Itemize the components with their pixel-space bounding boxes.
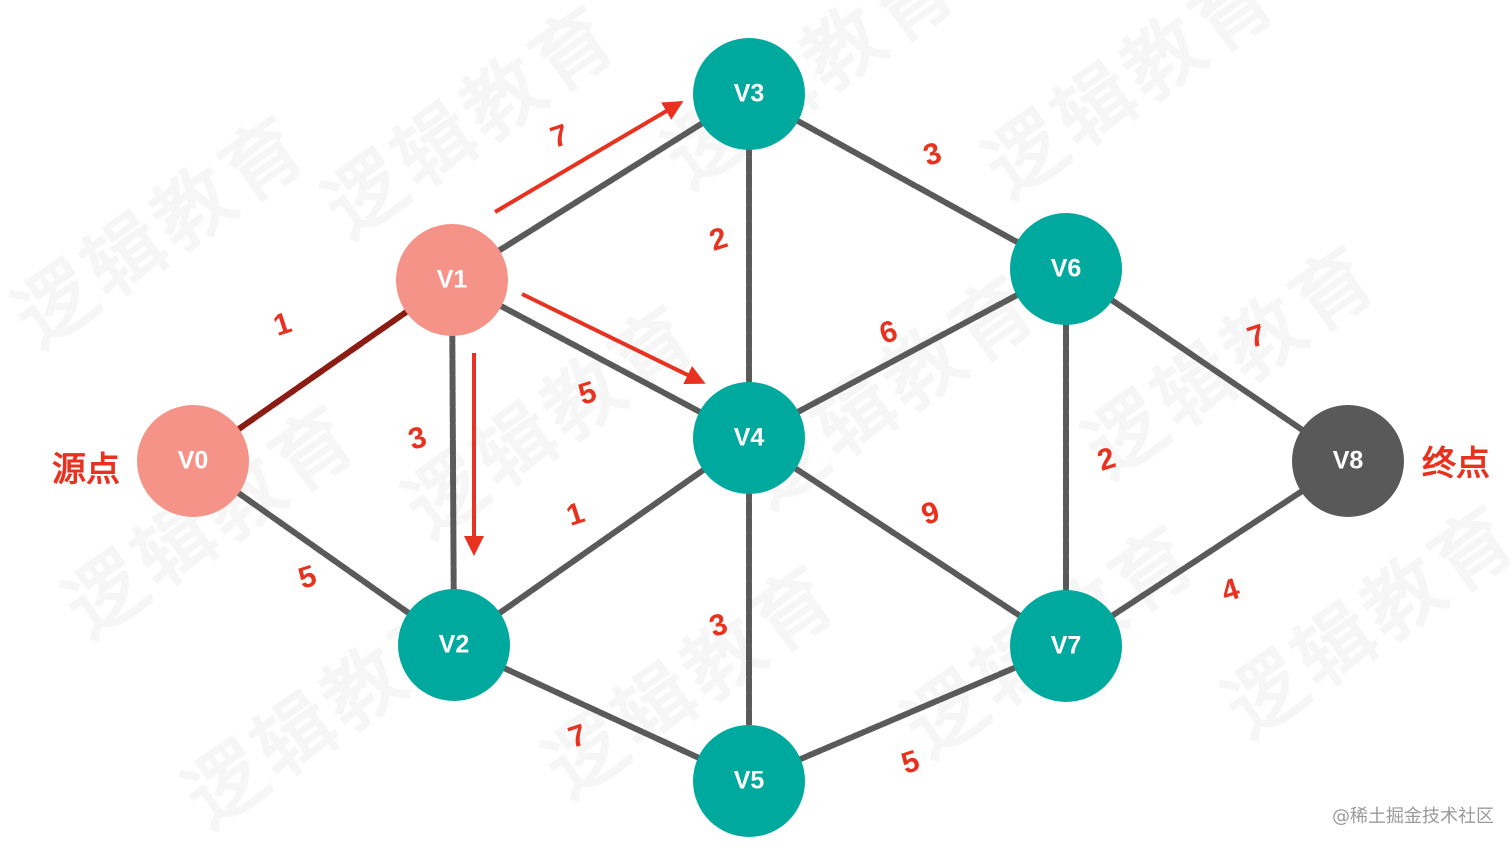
node-circle — [1292, 405, 1404, 517]
node-circle — [1010, 213, 1122, 325]
node-label: V7 — [1051, 632, 1082, 660]
edge-v4-v7 — [746, 435, 1069, 649]
node-circle — [137, 405, 249, 517]
edges-layer — [190, 91, 1351, 784]
edge-v1-v4 — [449, 277, 752, 441]
node-label: V0 — [178, 447, 209, 475]
edge-v5-v7 — [746, 643, 1069, 784]
edge-v2-v4 — [451, 435, 752, 648]
edge-v4-v6 — [746, 266, 1069, 441]
node-label: V5 — [734, 767, 765, 795]
node-v4: V4 — [693, 382, 805, 494]
edge-weight-v2-v4: 1 — [562, 496, 588, 533]
node-circle — [693, 38, 805, 150]
edge-v6-v8 — [1063, 266, 1351, 464]
node-label: V4 — [734, 424, 765, 452]
edge-weight-v4-v7: 9 — [917, 495, 943, 532]
edge-weight-v0-v1: 1 — [269, 306, 295, 343]
edge-weight-v1-v4: 5 — [574, 375, 600, 412]
edge-weight-v1-v3: 7 — [546, 118, 572, 155]
edge-weight-v4-v5: 3 — [705, 607, 731, 644]
edge-weight-v3-v4: 2 — [705, 221, 731, 258]
node-circle — [1010, 590, 1122, 702]
node-label: V8 — [1333, 447, 1364, 475]
credit-text: @稀土掘金技术社区 — [1332, 806, 1494, 827]
node-v7: V7 — [1010, 590, 1122, 702]
node-v5: V5 — [693, 725, 805, 837]
source-label: 源点 — [52, 450, 120, 490]
edge-weight-v4-v6: 6 — [875, 314, 901, 351]
edge-weight-v7-v8: 4 — [1217, 572, 1243, 609]
target-label: 终点 — [1422, 444, 1490, 484]
arrow-v1-v3 — [493, 100, 684, 214]
node-label: V2 — [439, 631, 470, 659]
node-v8: V8 — [1292, 405, 1404, 517]
weights-layer: 1 5 3 7 5 1 7 2 3 3 6 9 5 2 7 4 — [269, 118, 1269, 781]
node-circle — [398, 589, 510, 701]
edge-weight-v3-v6: 3 — [919, 136, 945, 173]
edge-weight-v6-v8: 7 — [1243, 318, 1269, 355]
node-v1: V1 — [396, 224, 508, 336]
edge-weight-v2-v5: 7 — [564, 718, 590, 755]
edge-weight-v6-v7: 2 — [1093, 441, 1119, 478]
node-label: V3 — [734, 80, 765, 108]
node-v0: V0 — [137, 405, 249, 517]
node-label: V1 — [437, 266, 468, 294]
arrows-layer — [464, 100, 706, 556]
node-circle — [396, 224, 508, 336]
edge-weight-v5-v7: 5 — [897, 744, 923, 781]
edge-v7-v8 — [1063, 458, 1351, 649]
node-circle — [693, 725, 805, 837]
edge-v3-v6 — [746, 91, 1069, 272]
edge-weight-v1-v2: 3 — [404, 420, 430, 457]
node-v3: V3 — [693, 38, 805, 150]
node-label: V6 — [1051, 255, 1082, 283]
edge-v1-v3 — [449, 91, 752, 283]
node-v2: V2 — [398, 589, 510, 701]
arrow-v1-v4 — [521, 292, 706, 384]
node-v6: V6 — [1010, 213, 1122, 325]
node-circle — [693, 382, 805, 494]
edge-weight-v0-v2: 5 — [294, 559, 320, 596]
edge-v1-v2 — [449, 277, 457, 648]
